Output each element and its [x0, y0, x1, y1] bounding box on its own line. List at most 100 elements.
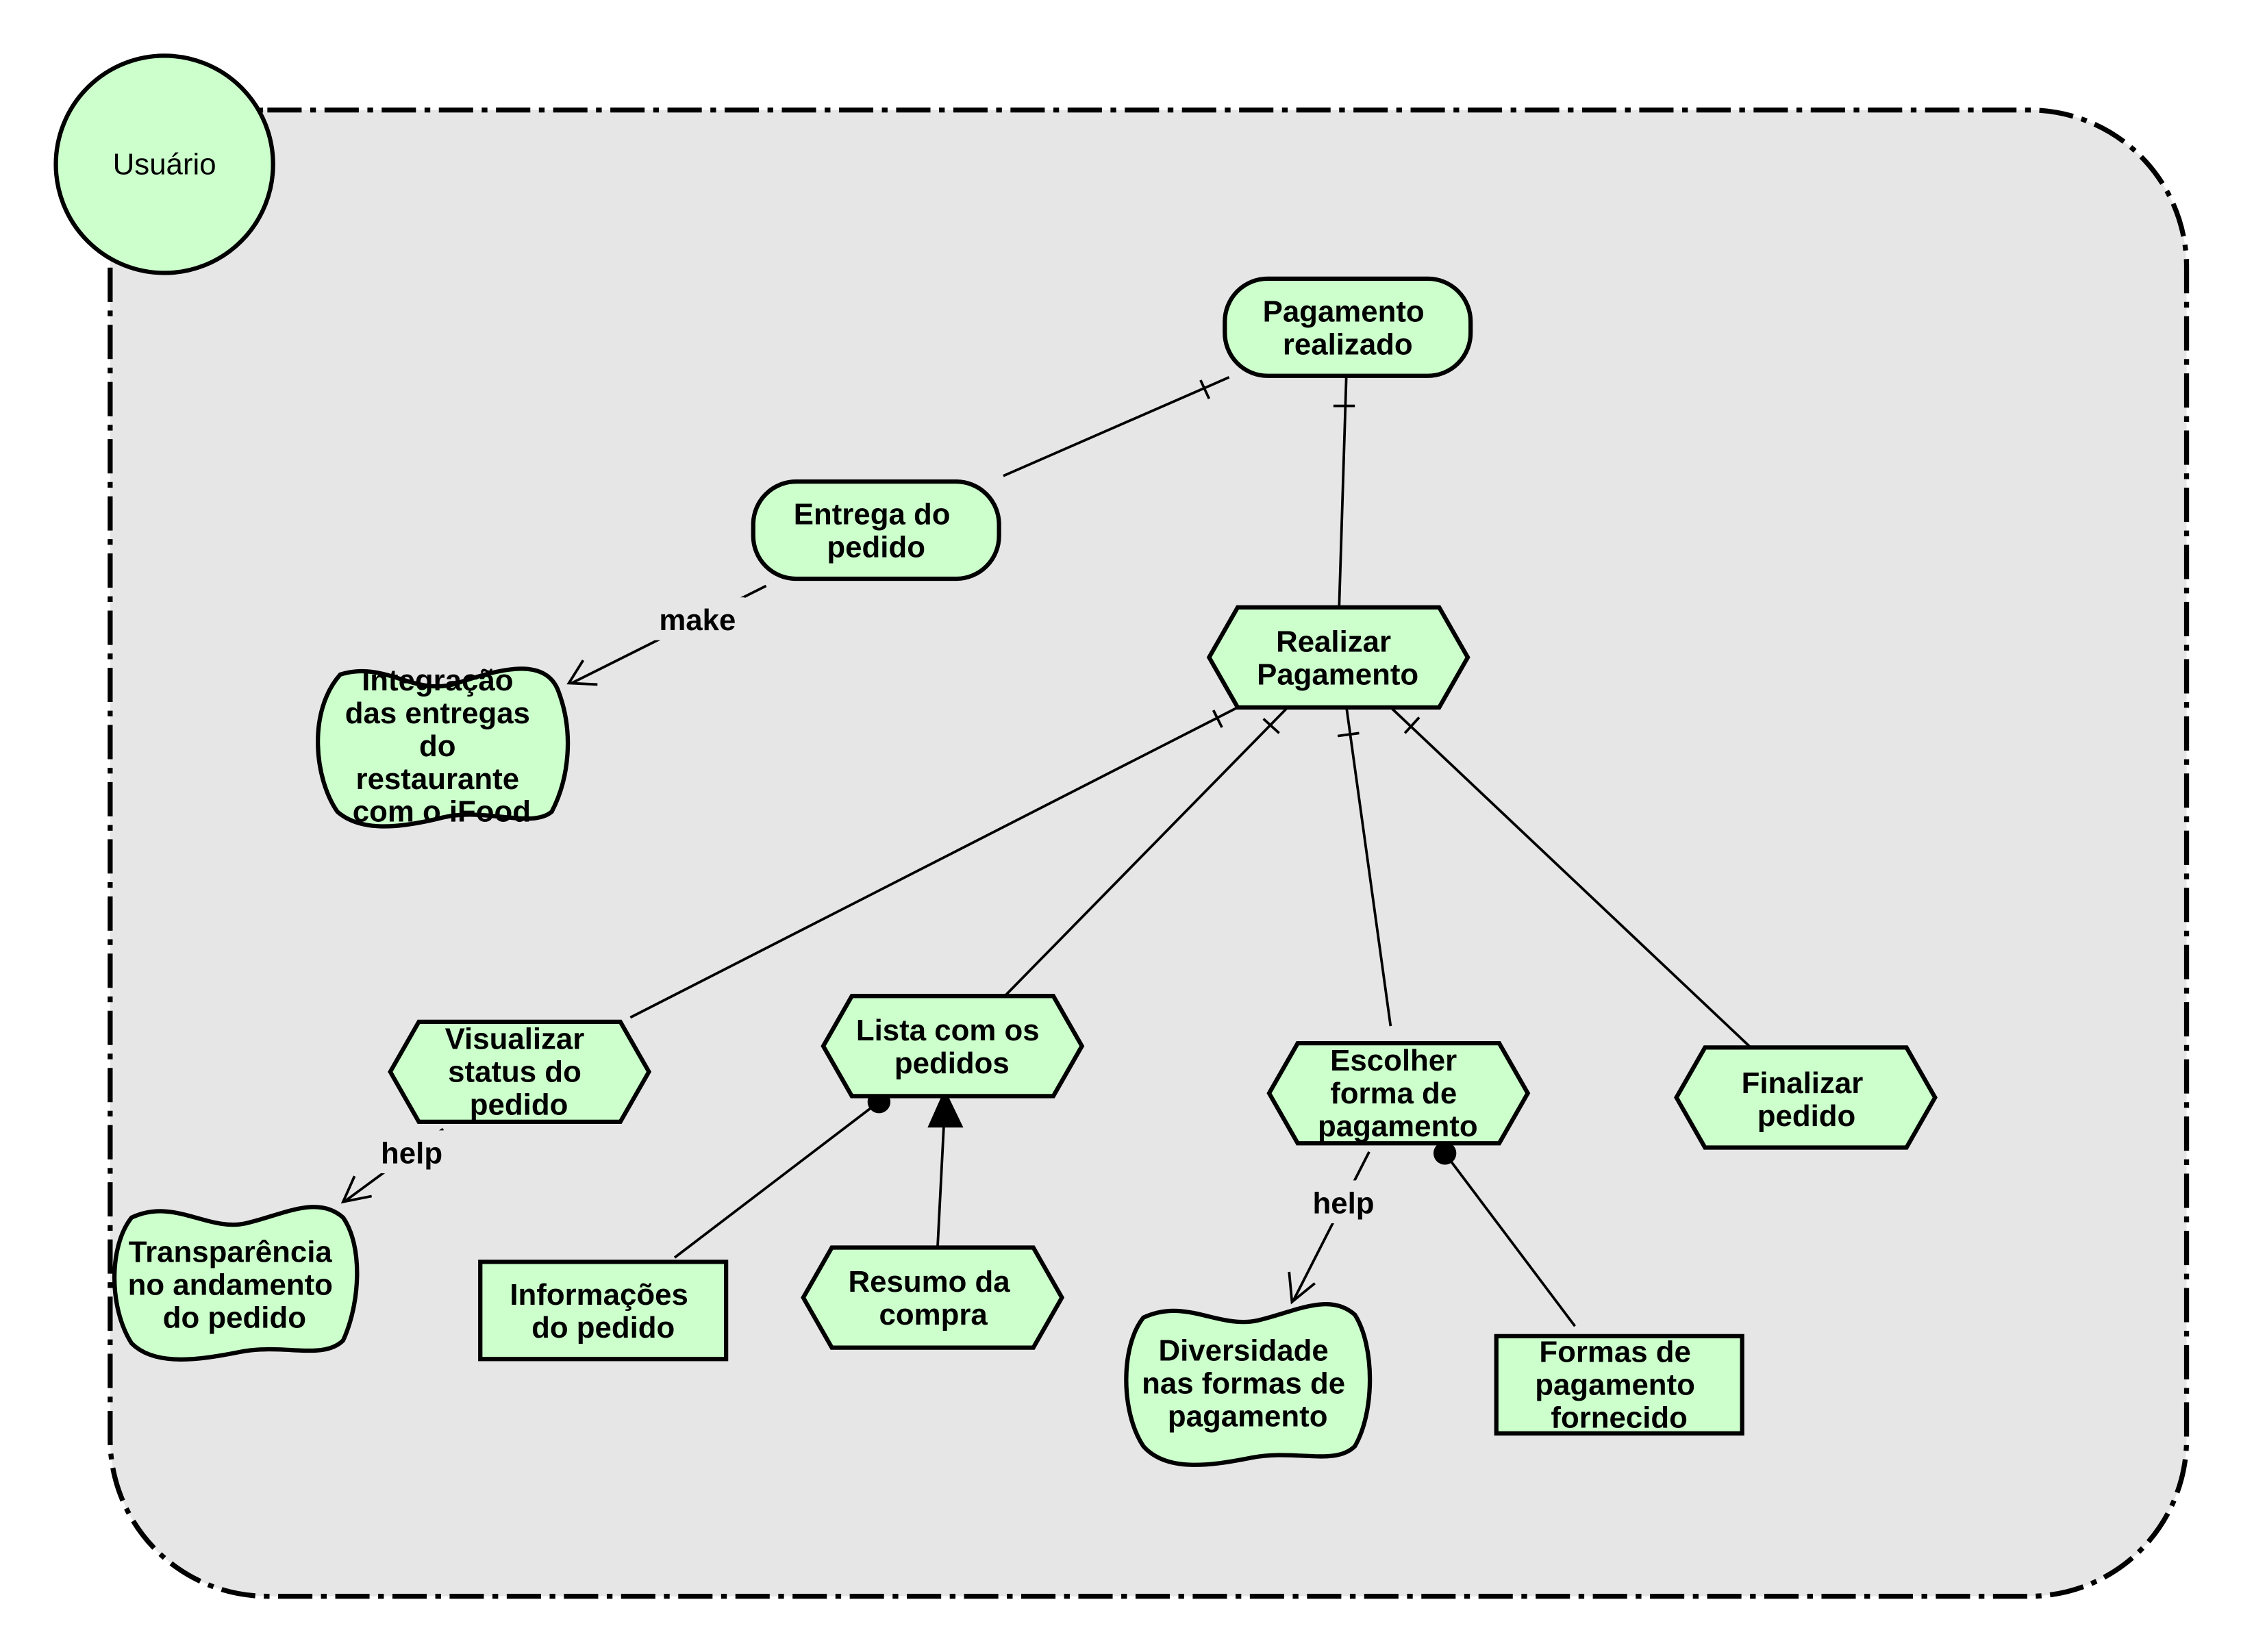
and-tick — [1403, 716, 1420, 734]
node-label: Entrega do pedido — [794, 498, 959, 564]
task-shape — [1206, 605, 1470, 710]
link-finalizar-realizar[interactable] — [1388, 705, 1752, 1049]
label-line: nas formas de — [1142, 1366, 1345, 1400]
task-resumo-compra[interactable]: Resumo da compra — [801, 1245, 1065, 1350]
softgoal-integracao-entregas[interactable]: Integração das entregas do restaurante c… — [316, 664, 571, 829]
label-line: das entregas — [345, 697, 530, 730]
label-line: Pagamento — [1257, 658, 1418, 691]
node-label: Escolher forma de pagamento — [1318, 1044, 1478, 1143]
task-realizar-pagamento[interactable]: Realizar Pagamento — [1206, 605, 1470, 710]
label-line: restaurante — [356, 762, 520, 796]
label-line: do — [419, 729, 456, 763]
link-line — [1338, 377, 1348, 608]
link-formas-escolher[interactable] — [1433, 1142, 1577, 1327]
node-label: Pagamento realizado — [1263, 295, 1433, 361]
label-line: forma de — [1330, 1077, 1457, 1110]
link-label-bg — [374, 1130, 449, 1174]
task-shape — [821, 994, 1085, 1099]
link-entrega-pagamento[interactable] — [1003, 376, 1230, 477]
link-make[interactable]: make — [566, 584, 767, 686]
link-realizar-pagamento-realizado[interactable] — [1333, 377, 1355, 608]
task-shape — [1674, 1045, 1938, 1150]
link-label-help-status: help — [381, 1136, 442, 1170]
link-line — [1003, 376, 1230, 477]
link-label-help-forma: help — [1312, 1186, 1374, 1220]
task-shape — [388, 1019, 652, 1125]
task-lista-pedidos[interactable]: Lista com os pedidos — [821, 994, 1085, 1099]
label-line: com o iFood — [353, 795, 531, 829]
task-shape — [801, 1245, 1065, 1350]
label-line: Escolher — [1330, 1044, 1457, 1077]
actor-circle — [53, 53, 275, 275]
actor-boundary — [108, 108, 2190, 1599]
link-help-status[interactable]: help — [340, 1127, 449, 1204]
link-line — [1344, 705, 1392, 1027]
label-line: Diversidade — [1158, 1334, 1328, 1367]
softgoal-shape — [316, 666, 571, 829]
node-label: Formas de pagamento fornecido — [1535, 1335, 1703, 1434]
label-line: Finalizar — [1742, 1066, 1864, 1100]
label-line: pedido — [1757, 1099, 1856, 1133]
and-tick — [1337, 731, 1360, 738]
label-line: Integração — [362, 664, 513, 697]
task-finalizar-pedido[interactable]: Finalizar pedido — [1674, 1045, 1938, 1150]
node-label: Visualizar status do pedido — [445, 1022, 593, 1121]
label-line: Resumo da — [849, 1265, 1011, 1299]
goal-pagamento-realizado[interactable]: Pagamento realizado — [1223, 276, 1473, 378]
link-line — [629, 705, 1242, 1019]
link-line — [1388, 705, 1752, 1049]
resource-formas-fornecido[interactable]: Formas de pagamento fornecido — [1494, 1334, 1744, 1436]
goal-entrega-do-pedido[interactable]: Entrega do pedido — [751, 479, 1001, 581]
and-tick — [1262, 718, 1280, 734]
label-line: do pedido — [531, 1311, 675, 1344]
label-line: compra — [879, 1298, 988, 1331]
goal-shape — [1223, 276, 1473, 378]
label-line: Transparência — [129, 1235, 333, 1268]
label-line: pedidos — [894, 1047, 1010, 1080]
link-lista-realizar[interactable] — [1003, 705, 1290, 997]
node-label: Diversidade nas formas de pagamento — [1142, 1334, 1353, 1433]
label-line: Lista com os — [856, 1014, 1040, 1047]
link-label-bg — [650, 597, 745, 640]
link-line — [1292, 1151, 1370, 1301]
link-help-forma[interactable]: help — [1288, 1151, 1382, 1305]
resource-shape — [478, 1260, 729, 1362]
actor-label: Usuário — [113, 148, 216, 182]
link-label-make: make — [659, 603, 736, 637]
task-shape — [1266, 1041, 1531, 1146]
resource-informacoes-pedido[interactable]: Informações do pedido — [478, 1260, 729, 1362]
link-escolher-realizar[interactable] — [1337, 705, 1392, 1027]
actor-usuario[interactable]: Usuário — [53, 53, 275, 275]
label-line: pagamento — [1318, 1110, 1478, 1143]
link-line — [1003, 705, 1290, 997]
open-arrow-head — [566, 659, 598, 686]
label-line: Pagamento — [1263, 295, 1425, 328]
node-label: Transparência no andamento do pedido — [128, 1235, 341, 1334]
open-arrow-head — [1288, 1271, 1316, 1305]
label-line: pedido — [470, 1088, 568, 1121]
node-label: Finalizar pedido — [1742, 1066, 1872, 1133]
label-line: Entrega do — [794, 498, 951, 531]
link-label-bg — [1305, 1180, 1382, 1224]
label-line: status do — [448, 1055, 581, 1088]
label-line: Realizar — [1276, 625, 1391, 658]
node-label: Integração das entregas do restaurante c… — [345, 664, 538, 829]
link-resumo-lista[interactable] — [927, 1088, 964, 1248]
node-label: Lista com os pedidos — [856, 1014, 1048, 1080]
link-line — [936, 1107, 947, 1248]
and-tick — [1212, 710, 1223, 728]
task-visualizar-status[interactable]: Visualizar status do pedido — [388, 1019, 652, 1125]
link-line — [673, 1101, 880, 1259]
label-line: no andamento — [128, 1268, 333, 1301]
label-line: pagamento — [1168, 1399, 1328, 1433]
label-line: pagamento — [1535, 1368, 1695, 1401]
link-visualizar-realizar[interactable] — [629, 705, 1242, 1019]
softgoal-diversidade[interactable]: Diversidade nas formas de pagamento — [1124, 1302, 1373, 1467]
label-line: do pedido — [163, 1301, 306, 1334]
node-label: Realizar Pagamento — [1257, 625, 1418, 691]
softgoal-shape — [112, 1205, 360, 1362]
label-line: pedido — [827, 531, 925, 564]
softgoal-transparencia[interactable]: Transparência no andamento do pedido — [112, 1205, 360, 1362]
task-escolher-forma[interactable]: Escolher forma de pagamento — [1266, 1041, 1531, 1146]
